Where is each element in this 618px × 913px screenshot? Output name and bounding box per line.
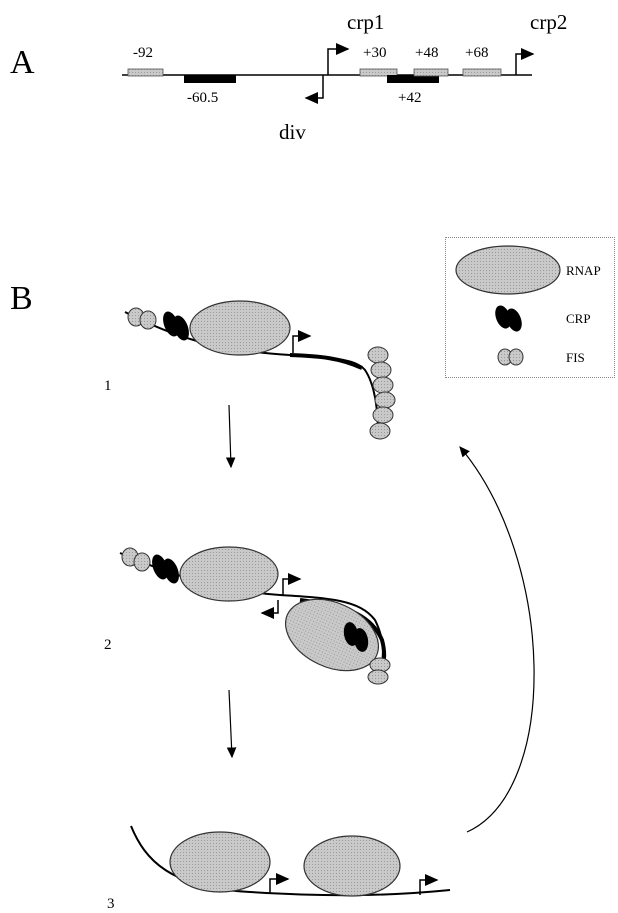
arrow-step2-to-3 xyxy=(229,690,232,757)
rnap-shape xyxy=(190,301,290,355)
return-arrow xyxy=(460,447,534,832)
site-label-p68: +68 xyxy=(465,45,488,62)
crp2-arrow xyxy=(516,54,533,75)
legend xyxy=(445,237,615,378)
crp1-arrow xyxy=(328,49,348,75)
step-3-label: 3 xyxy=(107,896,115,913)
div-label: div xyxy=(279,120,306,145)
site-label-p48: +48 xyxy=(415,45,438,62)
site-label-p42: +42 xyxy=(398,90,421,107)
panel-b-label: B xyxy=(10,280,33,318)
step-1-label: 1 xyxy=(104,378,112,395)
fis-site-m92 xyxy=(128,69,163,76)
div-arrow xyxy=(306,75,323,98)
crp1-label: crp1 xyxy=(347,10,384,35)
panel-a-label: A xyxy=(10,44,35,82)
legend-fis-label: FIS xyxy=(566,350,585,366)
fis-site-p48 xyxy=(414,69,448,76)
arrow-step1-to-2 xyxy=(229,405,231,467)
step-1-complex xyxy=(125,301,395,439)
site-label-p30: +30 xyxy=(363,45,386,62)
site-label-m92: -92 xyxy=(133,45,153,62)
step-2-label: 2 xyxy=(104,637,112,654)
step-3-complex xyxy=(131,826,450,896)
legend-crp-label: CRP xyxy=(566,311,591,327)
site-label-m60-5: -60.5 xyxy=(187,90,218,107)
fis-site-p68 xyxy=(463,69,501,76)
legend-rnap-label: RNAP xyxy=(566,263,601,279)
fis-site-p30 xyxy=(360,69,397,76)
crp-site-m60-5 xyxy=(184,75,236,83)
crp2-label: crp2 xyxy=(530,10,567,35)
step-2-complex xyxy=(120,547,390,685)
